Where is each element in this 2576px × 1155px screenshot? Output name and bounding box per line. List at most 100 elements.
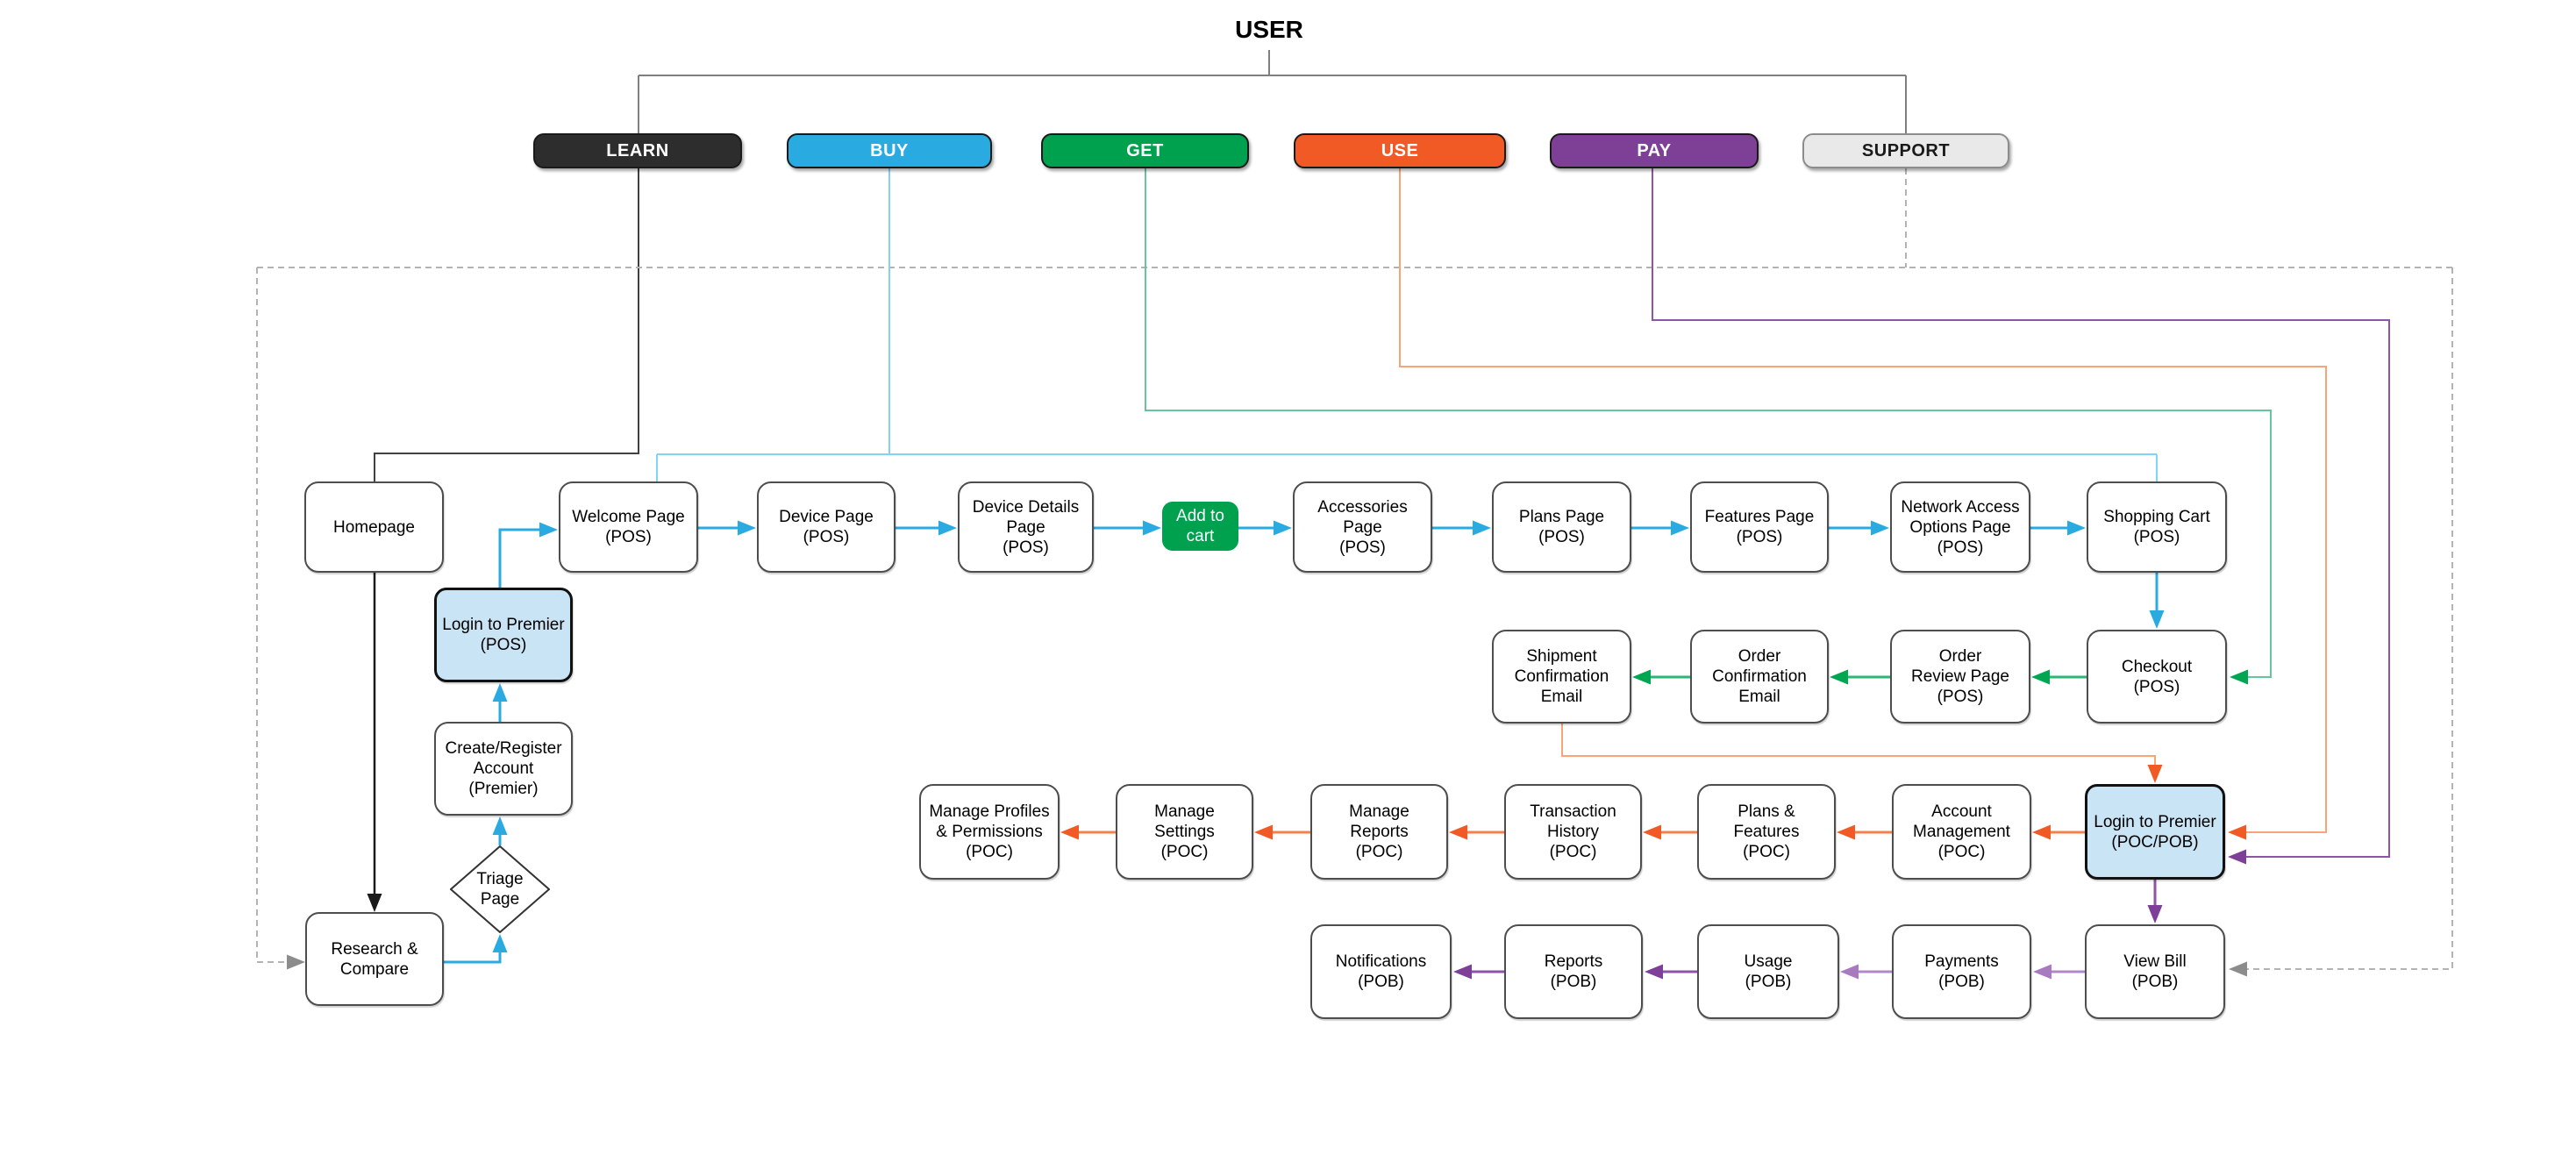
node-label: LEARN	[606, 140, 669, 160]
managereports-managesettings-connector	[1254, 824, 1310, 840]
node-category-use: USE	[1294, 133, 1506, 168]
node-plans-features: Plans & Features (POC)	[1697, 784, 1836, 880]
node-label: Features Page (POS)	[1704, 508, 1815, 546]
node-label: Device Page (POS)	[779, 508, 874, 546]
plansfeatures-transactionhistory-connector	[1643, 824, 1697, 840]
shoppingcart-checkout-connector	[2149, 573, 2165, 629]
node-order-confirmation-email: Order Confirmation Email	[1690, 630, 1829, 724]
homepage-research-connector	[367, 573, 382, 912]
node-category-buy: BUY	[787, 133, 992, 168]
checkout-orderreview-connector	[2031, 669, 2087, 685]
node-label: Reports (POB)	[1544, 952, 1603, 991]
node-category-learn: LEARN	[533, 133, 742, 168]
viewbill-payments-connector	[2033, 964, 2085, 980]
orderreview-orderconfirmation-connector	[1830, 669, 1890, 685]
node-transaction-history: Transaction History (POC)	[1504, 784, 1642, 880]
node-device-details-page: Device Details Page (POS)	[958, 481, 1094, 573]
node-label: Shopping Cart (POS)	[2103, 508, 2210, 546]
node-notifications: Notifications (POB)	[1310, 924, 1452, 1019]
loginpocpob-viewbill-connector	[2147, 880, 2163, 923]
node-label: SUPPORT	[1861, 140, 1951, 160]
node-welcome-page: Welcome Page (POS)	[559, 481, 698, 573]
node-accessories-page: Accessories Page (POS)	[1293, 481, 1432, 573]
node-label: Device Details Page (POS)	[972, 497, 1080, 557]
reports-notifications-connector	[1453, 964, 1504, 980]
user-title: USER	[1235, 16, 1303, 43]
node-label: Accessories Page (POS)	[1317, 497, 1408, 557]
features-network-connector	[1829, 520, 1889, 536]
node-category-pay: PAY	[1550, 133, 1759, 168]
node-research-compare: Research & Compare	[305, 912, 444, 1006]
triage-create-connector	[492, 816, 508, 845]
node-label: View Bill (POB)	[2123, 952, 2187, 991]
node-usage: Usage (POB)	[1697, 924, 1839, 1019]
node-label: Account Management (POC)	[1913, 802, 2010, 861]
payments-usage-connector	[1840, 964, 1892, 980]
node-label: GET	[1126, 140, 1164, 160]
node-device-page: Device Page (POS)	[757, 481, 896, 573]
devicedetails-addtocart-connector	[1094, 520, 1161, 536]
diamond-shape	[450, 845, 550, 933]
node-label: Plans & Features (POC)	[1733, 802, 1800, 861]
node-label: Network Access Options Page (POS)	[1901, 497, 2020, 557]
node-label: Order Confirmation Email	[1712, 647, 1807, 706]
orderconfirmation-shipment-connector	[1632, 669, 1690, 685]
node-reports: Reports (POB)	[1504, 924, 1643, 1019]
node-label: Usage (POB)	[1744, 952, 1793, 991]
node-label: Plans Page (POS)	[1518, 508, 1605, 546]
transactionhistory-managereports-connector	[1449, 824, 1504, 840]
research-triage-connector	[444, 934, 508, 964]
managesettings-manageprofiles-connector	[1060, 824, 1116, 840]
node-label: PAY	[1637, 140, 1672, 160]
node-label: Manage Profiles & Permissions (POC)	[929, 802, 1050, 861]
node-label: Manage Settings (POC)	[1154, 802, 1215, 861]
node-homepage: Homepage	[304, 481, 444, 573]
node-network-access-options-page: Network Access Options Page (POS)	[1890, 481, 2030, 573]
node-view-bill: View Bill (POB)	[2085, 924, 2225, 1019]
node-label: Checkout (POS)	[2121, 657, 2193, 696]
node-label: Add to cart	[1176, 507, 1224, 545]
node-label: Login to Premier (POC/POB)	[2094, 812, 2216, 852]
addtocart-accessories-connector	[1238, 520, 1292, 536]
node-shipment-confirmation-email: Shipment Confirmation Email	[1492, 630, 1631, 724]
pay-loginpocpob-connector	[1652, 168, 2390, 865]
node-add-to-cart: Add to cart	[1162, 502, 1238, 551]
node-label: Payments (POB)	[1924, 952, 1999, 991]
dashed-right-viewbill-connector	[2229, 267, 2453, 977]
use-loginpocpob-connector	[1399, 168, 2327, 840]
node-category-get: GET	[1041, 133, 1249, 168]
node-label: Create/Register Account (Premier)	[445, 739, 562, 798]
node-shopping-cart: Shopping Cart (POS)	[2087, 481, 2227, 573]
node-account-management: Account Management (POC)	[1892, 784, 2031, 880]
node-manage-profiles-permissions: Manage Profiles & Permissions (POC)	[919, 784, 1060, 880]
welcome-device-connector	[698, 520, 756, 536]
create-loginpos-connector	[492, 683, 508, 722]
node-manage-reports: Manage Reports (POC)	[1310, 784, 1448, 880]
node-label: Notifications (POB)	[1335, 952, 1427, 991]
loginpos-welcome-connector	[498, 522, 558, 588]
node-order-review-page: Order Review Page (POS)	[1890, 630, 2030, 724]
shipment-loginpocpob-connector	[1561, 724, 2163, 783]
learn-homepage-connector	[374, 168, 639, 481]
node-label: BUY	[870, 140, 909, 160]
usage-reports-connector	[1645, 964, 1697, 980]
device-devicedetails-connector	[896, 520, 957, 536]
get-checkout-connector	[1145, 168, 2272, 685]
node-label: Login to Premier (POS)	[442, 616, 565, 654]
node-login-premier-pos: Login to Premier (POS)	[434, 588, 573, 682]
node-label: Order Review Page (POS)	[1911, 647, 2009, 706]
node-label: Transaction History (POC)	[1530, 802, 1616, 861]
node-label: Research & Compare	[331, 939, 418, 979]
plans-features-connector	[1631, 520, 1689, 536]
node-login-premier-pocpob: Login to Premier (POC/POB)	[2085, 784, 2225, 880]
node-label: Triage Page	[476, 870, 524, 909]
loginpocpob-accountmgmt-connector	[2032, 824, 2085, 840]
node-checkout: Checkout (POS)	[2087, 630, 2227, 724]
node-plans-page: Plans Page (POS)	[1492, 481, 1631, 573]
node-features-page: Features Page (POS)	[1690, 481, 1829, 573]
node-triage-page: Triage Page	[450, 845, 550, 933]
dashed-left-research-connector	[256, 267, 305, 970]
accessories-plans-connector	[1432, 520, 1491, 536]
